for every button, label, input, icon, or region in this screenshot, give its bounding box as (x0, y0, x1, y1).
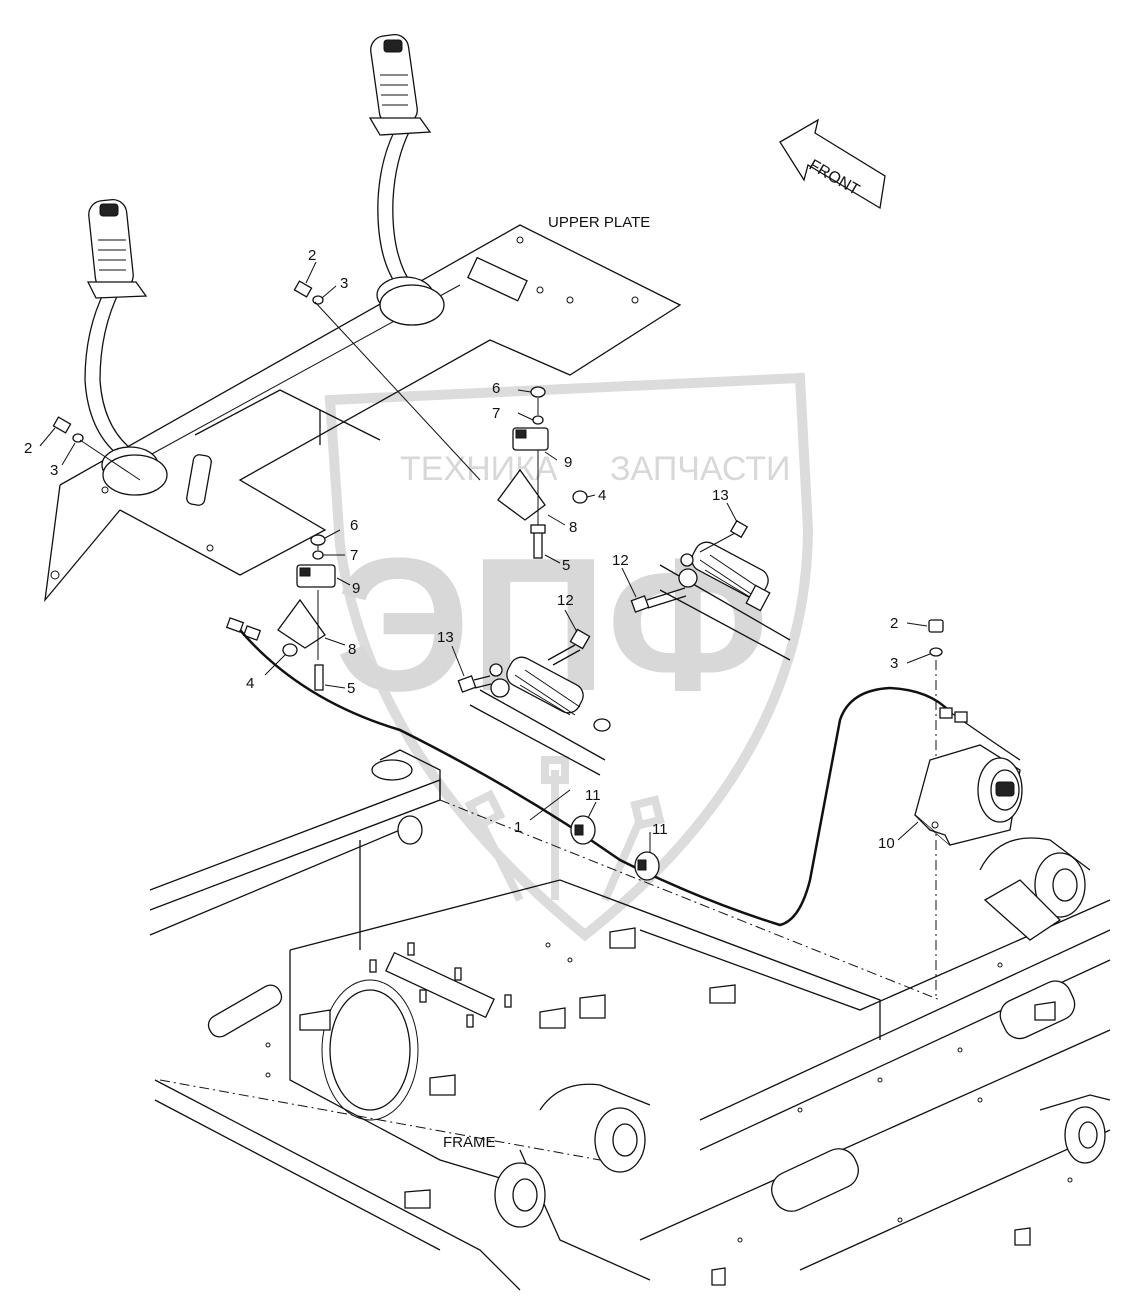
backup-alarm-icon: 2 3 10 (878, 615, 1023, 1000)
callout-11-b: 11 (652, 821, 668, 838)
bolt-group-top: 2 3 2 3 (24, 247, 481, 481)
switch-assembly-right: 6 7 9 4 8 5 (492, 380, 606, 574)
watermark-text-left: ТЕХНИКА (400, 450, 558, 488)
wiring-harness: 1 11 11 (239, 629, 1021, 927)
callout-5-right: 5 (562, 557, 570, 574)
callout-2-alarm: 2 (890, 615, 898, 632)
watermark-wheat-icon (464, 756, 665, 902)
upper-plate: UPPER PLATE (44, 214, 682, 603)
callout-8-right: 8 (569, 519, 577, 536)
callout-3-top: 3 (340, 275, 348, 292)
callout-1: 1 (514, 819, 522, 836)
callout-6-right: 6 (492, 380, 500, 397)
upper-plate-label: UPPER PLATE (548, 214, 650, 231)
callout-2-left: 2 (24, 440, 32, 457)
callout-6-left: 6 (350, 517, 358, 534)
callout-7-right: 7 (492, 405, 500, 422)
callout-8-left: 8 (348, 641, 356, 658)
callout-9-right: 9 (564, 454, 572, 471)
switch-assembly-left: 6 7 9 8 4 5 (225, 517, 360, 697)
callout-12-right: 12 (612, 552, 629, 569)
front-arrow-icon: FRONT (779, 118, 886, 210)
callout-2-top: 2 (308, 247, 316, 264)
callout-4-left: 4 (246, 675, 254, 692)
callout-13-left: 13 (437, 629, 454, 646)
callout-3-left: 3 (50, 462, 58, 479)
callout-13-right: 13 (712, 487, 729, 504)
callout-12-left: 12 (557, 592, 574, 609)
callout-4-right: 4 (598, 487, 606, 504)
callout-5-left: 5 (347, 680, 355, 697)
callout-3-alarm: 3 (890, 655, 898, 672)
callout-7-left: 7 (350, 547, 358, 564)
gas-spring-left: 12 13 (437, 592, 611, 776)
frame: FRAME (149, 749, 1111, 1291)
frame-label: FRAME (443, 1134, 496, 1151)
callout-10: 10 (878, 835, 895, 852)
gas-spring-right: 13 12 (612, 487, 791, 661)
callout-9-left: 9 (352, 580, 360, 597)
watermark-text-right: ЗАПЧАСТИ (610, 450, 791, 488)
callout-11-a: 11 (585, 787, 601, 804)
joystick-icon (84, 33, 445, 496)
